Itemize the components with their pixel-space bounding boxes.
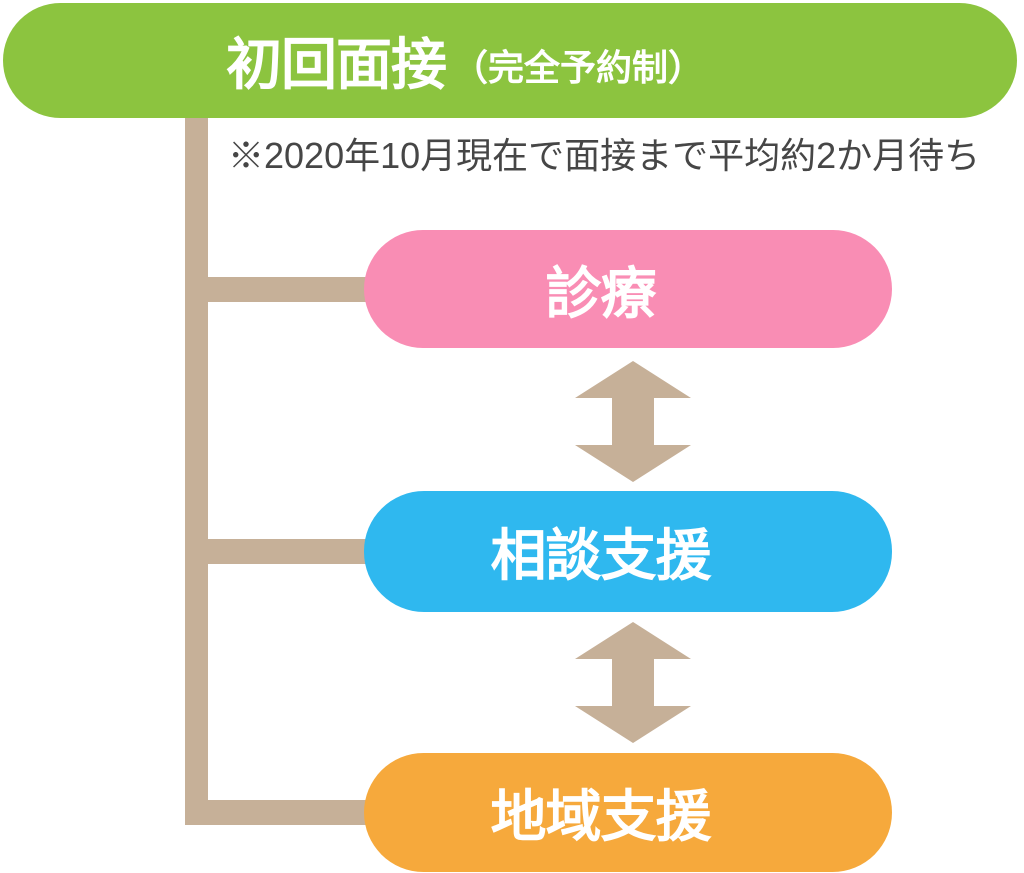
node-chiiki-shien: 地域支援 — [364, 753, 892, 872]
header-banner: 初回面接 （完全予約制） — [3, 3, 1017, 118]
node-sodan-shien-label: 相談支援 — [490, 524, 712, 587]
node-chiiki-shien-label: 地域支援 — [490, 785, 712, 848]
wait-time-note: ※2020年10月現在で面接まで平均約2か月待ち — [228, 135, 981, 176]
node-shinryo: 診療 — [364, 230, 892, 348]
node-shinryo-label: 診療 — [545, 261, 657, 325]
connector-branch-shinryo — [185, 277, 368, 302]
header-subtitle: （完全予約制） — [451, 46, 704, 88]
up-down-arrow-icon — [575, 361, 691, 482]
node-sodan-shien: 相談支援 — [364, 491, 892, 612]
up-down-arrow-icon — [575, 622, 691, 743]
connector-branch-sodan-shien — [185, 539, 368, 564]
connector-branch-chiiki-shien — [185, 800, 368, 825]
connector-trunk-line — [185, 117, 208, 825]
header-title: 初回面接 — [225, 33, 447, 96]
